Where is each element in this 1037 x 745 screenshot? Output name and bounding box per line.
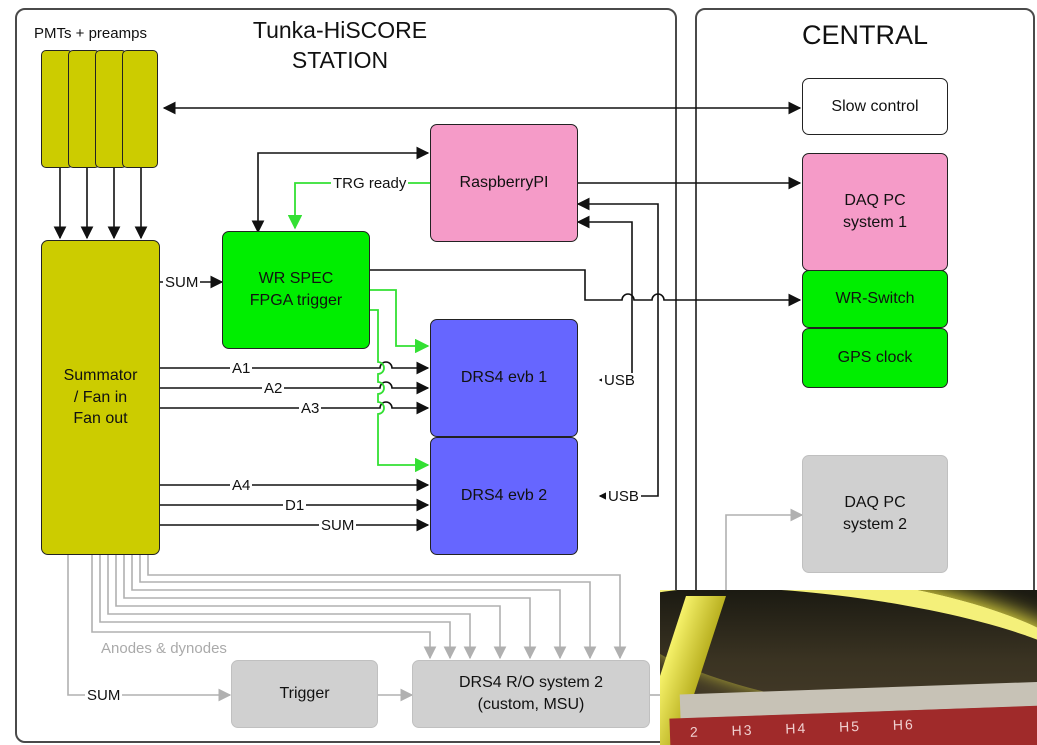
daq-pc1-box: DAQ PC system 1 (802, 153, 948, 271)
raspberry-pi-box: RaspberryPI (430, 124, 578, 242)
photo-label: H6 (893, 716, 915, 733)
wr-spec-box: WR SPEC FPGA trigger (222, 231, 370, 349)
pmt-array (41, 50, 159, 168)
a1-label: A1 (230, 361, 252, 376)
daq-pc2-box: DAQ PC system 2 (802, 455, 948, 573)
trg-ready-label: TRG ready (331, 176, 408, 191)
photo-label: H5 (839, 718, 861, 735)
photo-label: H3 (731, 722, 753, 739)
sum-label-1: SUM (163, 275, 200, 290)
anodes-dynodes-label: Anodes & dynodes (99, 641, 229, 656)
pmt-4 (122, 50, 158, 168)
trigger-box: Trigger (231, 660, 378, 728)
gps-clock-box: GPS clock (802, 328, 948, 388)
d1-label: D1 (283, 498, 306, 513)
sum-label-3: SUM (85, 688, 122, 703)
drs4-evb2-box: DRS4 evb 2 (430, 437, 578, 555)
slow-control-box: Slow control (802, 78, 948, 135)
usb-label-1: USB (602, 373, 637, 388)
sum-label-2: SUM (319, 518, 356, 533)
a2-label: A2 (262, 381, 284, 396)
photo-label: H4 (785, 720, 807, 737)
hardware-photo: 2 H3 H4 H5 H6 (660, 590, 1037, 745)
wr-switch-box: WR-Switch (802, 270, 948, 328)
photo-label: 2 (690, 724, 700, 740)
drs4-evb1-box: DRS4 evb 1 (430, 319, 578, 437)
summator-box: Summator / Fan in Fan out (41, 240, 160, 555)
pmts-label: PMTs + preamps (32, 26, 149, 41)
a3-label: A3 (299, 401, 321, 416)
drs4-ro-system2-box: DRS4 R/O system 2 (custom, MSU) (412, 660, 650, 728)
usb-label-2: USB (606, 489, 641, 504)
a4-label: A4 (230, 478, 252, 493)
